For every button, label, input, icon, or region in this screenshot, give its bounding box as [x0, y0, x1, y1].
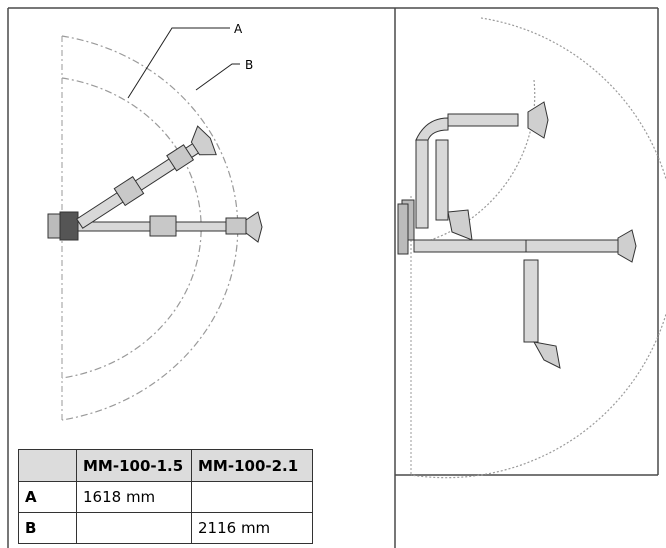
table-cell: 2116 mm — [191, 512, 313, 544]
leader-line-b — [195, 63, 240, 91]
dimensions-table: MM-100-1.5 MM-100-2.1 A 1618 mm B 2116 m… — [18, 449, 313, 544]
extraction-arm-folded — [401, 101, 549, 241]
extraction-arm-extended — [413, 229, 637, 369]
table-cell — [76, 512, 192, 544]
header-cell: MM-100-2.1 — [191, 449, 313, 482]
panel-borders — [7, 7, 659, 548]
callout-label-a: A — [234, 22, 243, 36]
header-cell: MM-100-1.5 — [76, 449, 192, 482]
extraction-arm-left-view — [47, 125, 263, 243]
reach-arc-b — [61, 35, 239, 421]
table-cell: 1618 mm — [76, 481, 192, 513]
table-cell — [191, 481, 313, 513]
callout-label-b: B — [245, 58, 253, 72]
reach-arc-right-outer — [410, 17, 666, 479]
table-row: A 1618 mm — [18, 481, 313, 513]
row-key: B — [18, 512, 77, 544]
table-header-row: MM-100-1.5 MM-100-2.1 — [18, 449, 313, 482]
row-key: A — [18, 481, 77, 513]
reach-arc-a — [61, 77, 202, 379]
table-row: B 2116 mm — [18, 512, 313, 544]
wall-mount-right — [397, 203, 409, 255]
header-cell — [18, 449, 77, 482]
leader-line-a — [127, 27, 230, 99]
